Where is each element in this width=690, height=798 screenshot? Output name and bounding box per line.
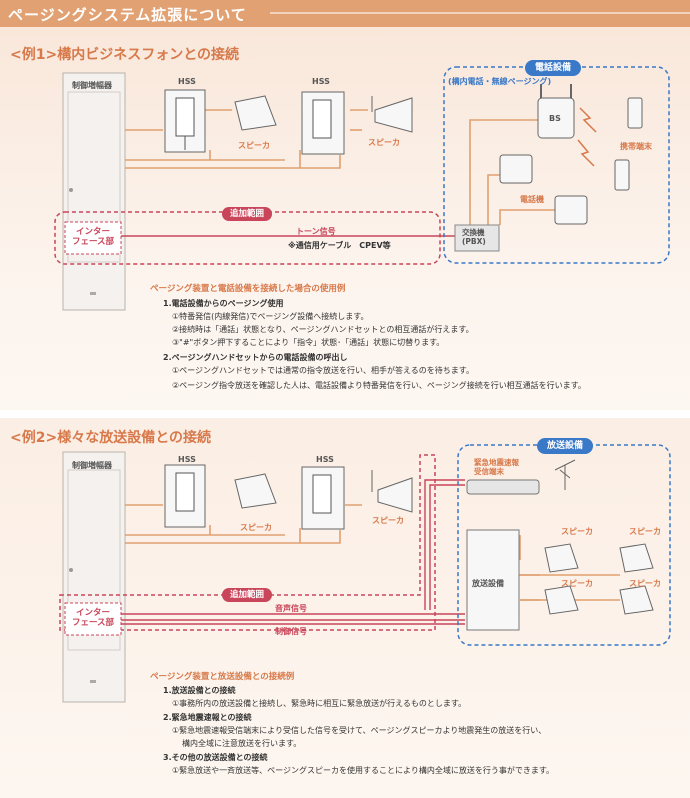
pa-system bbox=[466, 529, 520, 631]
speaker-1-label: スピーカ bbox=[238, 141, 270, 150]
phone-system-wires bbox=[469, 119, 560, 225]
hss-1-label: HSS bbox=[178, 77, 196, 86]
horn-speaker-1 bbox=[374, 97, 413, 133]
example1-title: <例1>構内ビジネスフォンとの接続 bbox=[10, 47, 240, 63]
example2-wires bbox=[125, 504, 620, 601]
mobile-terminal-1 bbox=[627, 97, 643, 129]
usage1-heading: ページング装置と電話設備を接続した場合の使用例 bbox=[150, 284, 346, 294]
wireless-signal-2 bbox=[577, 139, 595, 167]
usage1-h2: 2.ページングハンドセットからの電話設備の呼出し bbox=[163, 353, 348, 362]
added-range-pill-2: 追加範囲 bbox=[222, 588, 272, 602]
interface-2-line2: フェース部 bbox=[71, 618, 115, 628]
broadcast-system-pill: 放送設備 bbox=[537, 438, 593, 454]
hss-3-label: HSS bbox=[178, 455, 196, 464]
eq-receiver-line2: 受信端末 bbox=[474, 467, 504, 476]
phone-system-sub: (構内電話・無線ページング) bbox=[448, 77, 552, 86]
cabinet-1-label: 制御増幅器 bbox=[72, 81, 112, 90]
pa-label: 放送設備 bbox=[472, 579, 504, 588]
pa-speaker-c bbox=[544, 585, 579, 615]
speaker-2-label: スピーカ bbox=[368, 138, 400, 147]
desk-phone-1 bbox=[499, 154, 533, 184]
audio-signal-label: 音声信号 bbox=[275, 604, 307, 613]
interface-1-line2: フェース部 bbox=[71, 237, 115, 247]
usage2-i2b: 構内全域に注意放送を行います。 bbox=[182, 739, 302, 748]
hss-4-handset bbox=[312, 474, 332, 514]
speaker-3-label: スピーカ bbox=[240, 523, 272, 532]
control-amplifier-cabinet-1 bbox=[62, 72, 126, 311]
phone-system-pill: 電話設備 bbox=[525, 60, 581, 76]
cabinet-2-inner bbox=[67, 469, 121, 651]
cabinet-1-inner bbox=[67, 91, 121, 263]
page-header: ページングシステム拡張について bbox=[0, 0, 690, 27]
usage1-h1: 1.電話設備からのページング使用 bbox=[163, 299, 284, 308]
example2-title: <例2>様々な放送設備との接続 bbox=[10, 430, 212, 446]
speaker-1 bbox=[234, 95, 277, 131]
desk-phone-2 bbox=[554, 195, 588, 225]
added-range-pill-1: 追加範囲 bbox=[222, 207, 272, 221]
added-range-box-2 bbox=[59, 454, 436, 631]
pa-speaker-a bbox=[544, 543, 579, 573]
usage1-i4: ①ページングハンドセットでは通常の指令放送を行い、相手が答えるのを待ちます。 bbox=[172, 366, 474, 375]
speaker-4-label: スピーカ bbox=[372, 516, 404, 525]
pa-speaker-d-label: スピーカ bbox=[629, 579, 661, 588]
interface-1-line1: インター bbox=[75, 227, 110, 237]
usage1-i2: ②接続時は「通話」状態となり、ページングハンドセットとの相互通話が行えます。 bbox=[172, 325, 474, 334]
signal-lines bbox=[121, 479, 465, 625]
hss-3-handset bbox=[175, 472, 195, 512]
cabinet-1-vent bbox=[90, 292, 96, 295]
usage1-i5: ②ページング指令放送を確認した人は、電話設備より特番発信を行い、ページング接続を… bbox=[172, 381, 586, 390]
pa-speaker-b-label: スピーカ bbox=[629, 527, 661, 536]
pa-speaker-a-label: スピーカ bbox=[561, 527, 593, 536]
exchange-label: 交換機 (PBX) bbox=[462, 228, 486, 246]
control-signal-label: 制御信号 bbox=[275, 627, 307, 636]
bs-base-station bbox=[537, 97, 575, 139]
eq-receiver-line1: 緊急地震速報 bbox=[474, 458, 519, 467]
pa-speaker-d bbox=[619, 585, 654, 615]
usage2-h1: 1.放送設備との接続 bbox=[163, 686, 236, 695]
eq-receiver-label: 緊急地震速報 受信端末 bbox=[474, 458, 519, 476]
mobile-label: 携帯端末 bbox=[620, 142, 652, 151]
receiver-antenna bbox=[554, 459, 576, 490]
interface-box-1 bbox=[64, 221, 122, 255]
interface-label-1: インター フェース部 bbox=[67, 227, 119, 247]
hss-2-label: HSS bbox=[312, 77, 330, 86]
hss-4-label: HSS bbox=[316, 455, 334, 464]
cabinet-1-handle bbox=[69, 188, 73, 192]
exchange-line1: 交換機 bbox=[462, 228, 485, 237]
horn-speaker-2 bbox=[377, 477, 413, 513]
bs-label: BS bbox=[549, 114, 561, 123]
usage2-h2: 2.緊急地震速報との接続 bbox=[163, 713, 252, 722]
pa-speaker-c-label: スピーカ bbox=[561, 579, 593, 588]
phone-label: 電話機 bbox=[520, 195, 544, 204]
usage2-i3: ①緊急放送や一斉放送等、ページングスピーカを使用することにより構内全域に放送を行… bbox=[172, 766, 555, 775]
interface-label-2: インター フェース部 bbox=[67, 608, 119, 628]
cabinet-2-label: 制御増幅器 bbox=[72, 461, 112, 470]
pa-speaker-b bbox=[619, 543, 654, 573]
earthquake-receiver bbox=[466, 479, 540, 495]
wireless-signal-1 bbox=[579, 107, 597, 133]
usage2-i1: ①事務所内の放送設備と接続し、緊急時に相互に緊急放送が行えるものとします。 bbox=[172, 699, 467, 708]
usage1-i3: ③"#"ボタン押下することにより「指令」状態･「通話」状態に切替ります。 bbox=[172, 338, 445, 347]
interface-box-2 bbox=[64, 602, 122, 636]
usage1-i1: ①特番発信(内線発信)でページング設備へ接続します。 bbox=[172, 312, 369, 321]
hss-2-handset bbox=[312, 99, 332, 139]
exchange-line2: (PBX) bbox=[462, 237, 486, 246]
page-title: ページングシステム拡張について bbox=[8, 6, 247, 24]
tone-signal-label: トーン信号 bbox=[296, 227, 336, 236]
speaker-3 bbox=[234, 473, 277, 509]
control-amplifier-cabinet-2 bbox=[62, 451, 126, 703]
exchange-pbx bbox=[454, 224, 500, 252]
usage2-heading: ページング装置と放送設備との接続例 bbox=[150, 672, 295, 682]
interface-2-line1: インター bbox=[75, 608, 110, 618]
mobile-terminal-2 bbox=[614, 159, 630, 191]
header-divider bbox=[270, 12, 690, 14]
hss-1-handset bbox=[175, 97, 195, 137]
cabinet-2-handle bbox=[69, 568, 73, 572]
cable-note: ※通信用ケーブル CPEV等 bbox=[288, 241, 391, 250]
usage2-i2: ①緊急地震速報受信端末により受信した信号を受けて、ページングスピーカより地震発生… bbox=[172, 726, 547, 735]
usage2-h3: 3.その他の放送設備との接続 bbox=[163, 753, 268, 762]
cabinet-2-vent bbox=[90, 680, 96, 683]
